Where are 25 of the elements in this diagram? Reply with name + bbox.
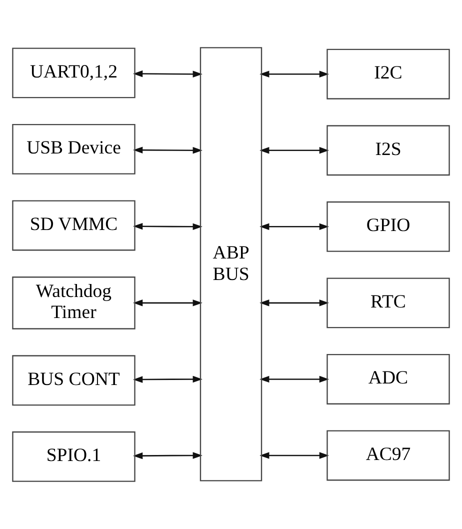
arrow [133, 452, 202, 460]
arrow [133, 376, 202, 383]
arrow [133, 70, 202, 78]
node-box: AC97 [326, 430, 450, 481]
node-box: UART0,1,2 [12, 48, 136, 98]
node-box: ADC [326, 354, 450, 404]
arrow [260, 70, 329, 78]
arrow [260, 452, 329, 459]
node-box: SD VMMC [12, 200, 136, 251]
node-box: SPIO.1 [12, 431, 136, 482]
node-box: GPIO [326, 201, 450, 252]
arrow [133, 222, 202, 230]
arrow [260, 300, 329, 306]
node-box: RTC [326, 278, 450, 328]
node-box: ABP BUS [200, 47, 262, 482]
arrow [260, 147, 329, 154]
node-box: BUS CONT [12, 355, 136, 406]
node-box: I2S [326, 125, 450, 176]
arrow [260, 376, 329, 383]
arrow [133, 300, 202, 306]
node-box: Watchdog Timer [12, 276, 136, 330]
node-box: USB Device [12, 124, 136, 174]
node-box: I2C [326, 48, 450, 100]
arrow [260, 223, 329, 230]
arrow [133, 146, 202, 154]
